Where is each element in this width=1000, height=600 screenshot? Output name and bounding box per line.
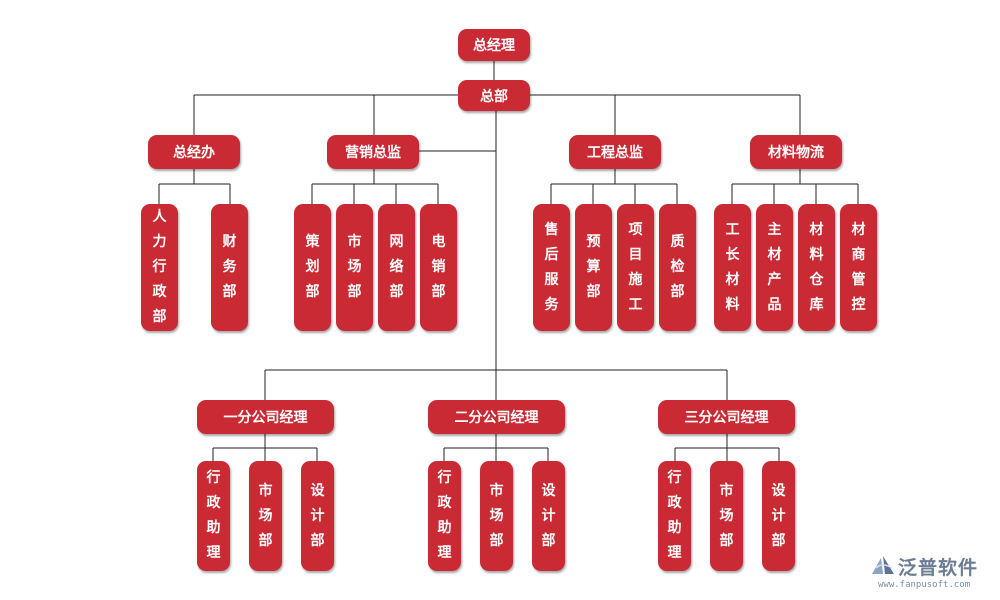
- node-branch: 三分公司经理: [658, 400, 795, 434]
- node-sub: 主材产品: [756, 204, 793, 331]
- node-sub: 材料仓库: [798, 204, 835, 331]
- node-ceo: 总经理: [458, 29, 530, 61]
- node-sub: 人力行政部: [141, 204, 178, 331]
- node-dept: 总经办: [148, 135, 240, 169]
- node-sub: 设计部: [532, 461, 565, 571]
- node-sub: 质检部: [659, 204, 696, 331]
- node-sub: 市场部: [249, 461, 282, 571]
- node-dept: 营销总监: [327, 135, 419, 169]
- node-sub: 行政助理: [197, 461, 230, 571]
- node-sub: 市场部: [336, 204, 373, 331]
- fanpu-logo-icon: [872, 556, 894, 574]
- node-sub: 项目施工: [617, 204, 654, 331]
- node-sub: 网络部: [378, 204, 415, 331]
- node-sub: 工长材料: [714, 204, 751, 331]
- node-sub: 策划部: [294, 204, 331, 331]
- node-sub: 市场部: [480, 461, 513, 571]
- logo-url: www.fanpusoft.com: [878, 580, 971, 590]
- node-sub: 材商管控: [840, 204, 877, 331]
- node-dept: 工程总监: [569, 135, 661, 169]
- node-dept: 材料物流: [750, 135, 842, 169]
- node-sub: 财务部: [211, 204, 248, 331]
- node-hq: 总部: [458, 80, 530, 111]
- node-sub: 电销部: [420, 204, 457, 331]
- node-sub: 售后服务: [533, 204, 570, 331]
- node-sub: 预算部: [575, 204, 612, 331]
- node-branch: 二分公司经理: [428, 400, 565, 434]
- logo-name: 泛普软件: [898, 557, 979, 579]
- node-branch: 一分公司经理: [197, 400, 334, 434]
- node-sub: 行政助理: [658, 461, 691, 571]
- node-sub: 设计部: [762, 461, 795, 571]
- node-sub: 行政助理: [428, 461, 461, 571]
- node-sub: 市场部: [710, 461, 743, 571]
- node-sub: 设计部: [301, 461, 334, 571]
